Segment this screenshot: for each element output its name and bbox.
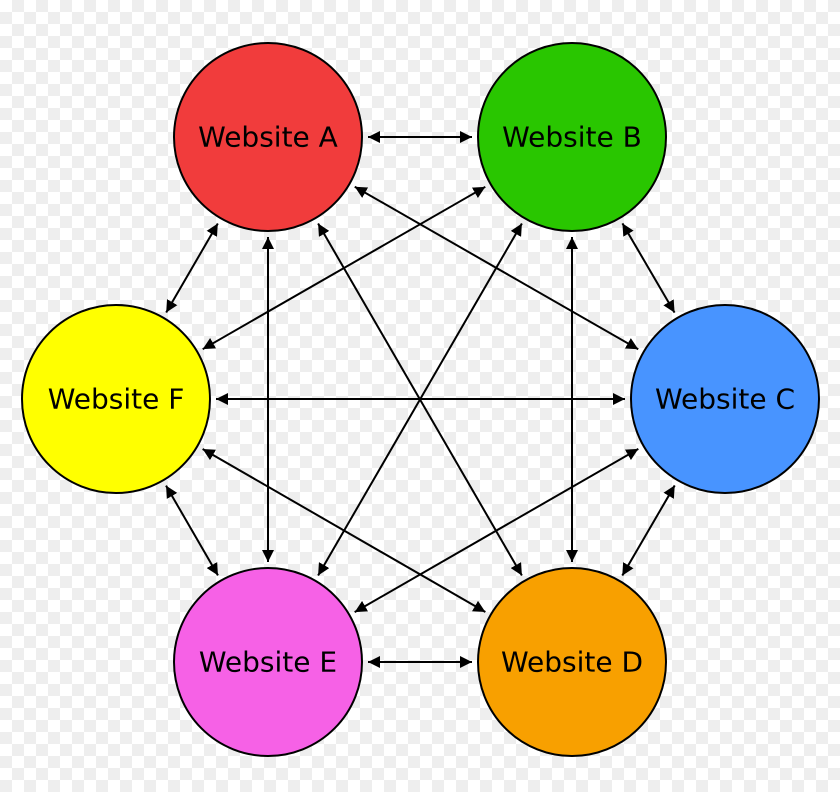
edge-d-f xyxy=(202,448,486,613)
node-website-d: Website D xyxy=(477,567,667,757)
node-circle xyxy=(477,42,667,232)
edge-b-f xyxy=(202,185,486,351)
node-label: Website F xyxy=(48,383,185,416)
node-circle xyxy=(173,42,363,232)
node-website-f: Website F xyxy=(21,304,211,494)
node-label: Website E xyxy=(199,646,337,679)
edge-b-c xyxy=(621,222,676,314)
node-circle xyxy=(630,304,820,494)
edges xyxy=(165,131,676,668)
node-website-e: Website E xyxy=(173,567,363,757)
node-circle xyxy=(173,567,363,757)
node-label: Website A xyxy=(198,121,338,154)
node-website-b: Website B xyxy=(477,42,667,232)
node-label: Website C xyxy=(655,383,795,416)
edge-a-f xyxy=(165,222,219,314)
node-website-c: Website C xyxy=(630,304,820,494)
nodes: Website A Website B Website C Website D Webs… xyxy=(21,42,820,757)
node-label: Website B xyxy=(502,121,642,154)
node-website-a: Website A xyxy=(173,42,363,232)
node-circle xyxy=(477,567,667,757)
edge-e-f xyxy=(165,485,219,576)
node-label: Website D xyxy=(501,646,643,679)
node-circle xyxy=(21,304,211,494)
edge-c-d xyxy=(621,484,676,577)
